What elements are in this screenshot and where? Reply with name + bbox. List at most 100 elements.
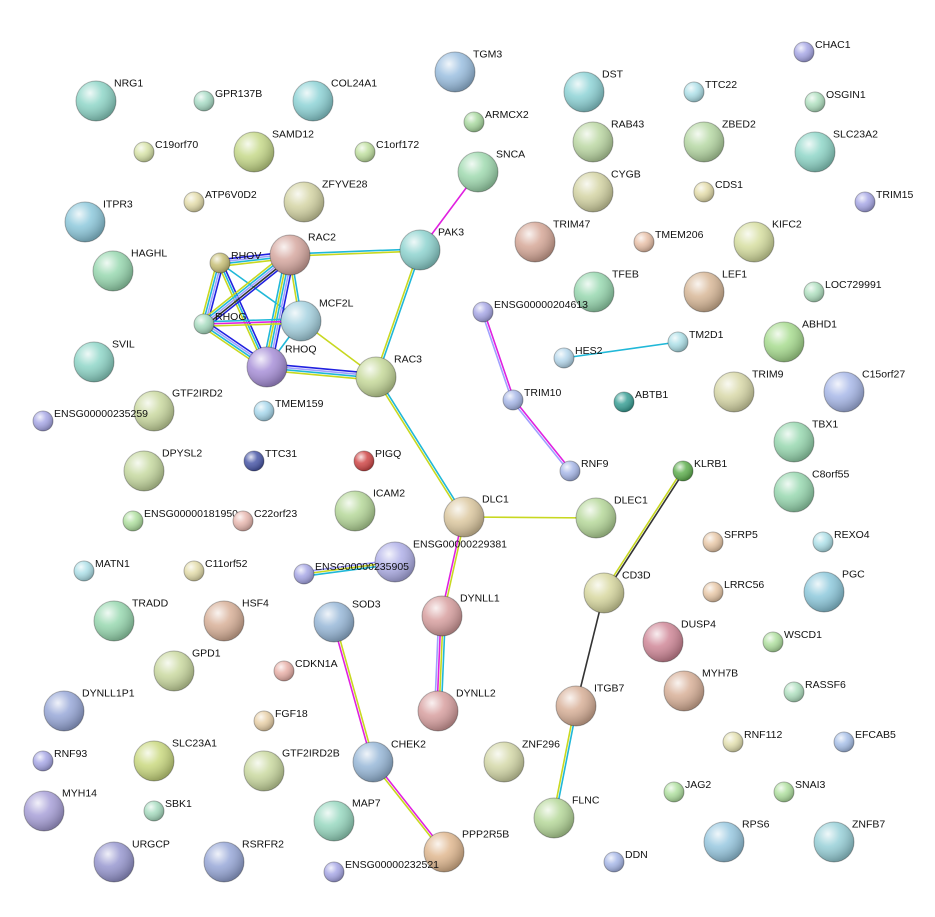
node-wscd1[interactable]: WSCD1	[762, 629, 822, 653]
node-atp6v0d2[interactable]: ATP6V0D2	[183, 189, 257, 213]
node-tm2d1[interactable]: TM2D1	[667, 329, 724, 353]
node-tradd[interactable]: TRADD	[93, 598, 169, 642]
edge-KLRB1-CD3D[interactable]	[602, 469, 685, 595]
node-ensg00000235259[interactable]: ENSG00000235259	[32, 408, 148, 432]
edge-SOD3-CHEK2[interactable]	[332, 621, 375, 763]
node-ensg00000235905[interactable]: ENSG00000235905	[293, 561, 409, 585]
node-hsf4[interactable]: HSF4	[203, 598, 269, 642]
node-rac2[interactable]: RAC2	[269, 232, 336, 276]
node-trim47[interactable]: TRIM47	[514, 219, 591, 263]
node-loc729991[interactable]: LOC729991	[803, 279, 882, 303]
node-abtb1[interactable]: ABTB1	[613, 389, 668, 413]
node-fgf18[interactable]: FGF18	[253, 708, 308, 732]
node-rsrfr2[interactable]: RSRFR2	[203, 839, 284, 883]
edge-RAC2-PAK3[interactable]	[289, 248, 421, 257]
node-ppp2r5b[interactable]: PPP2R5B	[423, 829, 509, 873]
node-osgin1[interactable]: OSGIN1	[804, 89, 866, 113]
node-rps6[interactable]: RPS6	[703, 819, 770, 863]
node-dlec1[interactable]: DLEC1	[575, 495, 648, 539]
edge-ENSG00000204613-TRIM10[interactable]	[481, 311, 515, 401]
node-abhd1[interactable]: ABHD1	[763, 319, 837, 363]
node-tmem206[interactable]: TMEM206	[633, 229, 704, 253]
node-myh14[interactable]: MYH14	[23, 788, 97, 832]
node-ensg00000181950[interactable]: ENSG00000181950	[122, 508, 238, 532]
node-gtf2ird2[interactable]: GTF2IRD2	[133, 388, 223, 432]
edge-HES2-TM2D1[interactable]	[563, 341, 679, 359]
node-gpr137b[interactable]: GPR137B	[193, 88, 262, 112]
node-cd3d[interactable]: CD3D	[583, 570, 651, 614]
node-gpd1[interactable]: GPD1	[153, 648, 221, 692]
node-ttc22[interactable]: TTC22	[683, 79, 737, 103]
node-dusp4[interactable]: DUSP4	[642, 619, 716, 663]
node-rnf93[interactable]: RNF93	[32, 748, 87, 772]
node-ensg00000204613[interactable]: ENSG00000204613	[472, 299, 588, 323]
node-tgm3[interactable]: TGM3	[434, 49, 502, 93]
node-svil[interactable]: SVIL	[73, 339, 135, 383]
node-ensg00000232521[interactable]: ENSG00000232521	[323, 859, 439, 883]
node-urgcp[interactable]: URGCP	[93, 839, 170, 883]
node-trim9[interactable]: TRIM9	[713, 369, 784, 413]
node-efcab5[interactable]: EFCAB5	[833, 729, 896, 753]
node-rexo4[interactable]: REXO4	[812, 529, 870, 553]
node-lef1[interactable]: LEF1	[683, 269, 747, 313]
node-pak3[interactable]: PAK3	[399, 227, 464, 271]
node-tbx1[interactable]: TBX1	[773, 419, 838, 463]
node-zbed2[interactable]: ZBED2	[683, 119, 756, 163]
node-c8orf55[interactable]: C8orf55	[773, 469, 850, 513]
node-myh7b[interactable]: MYH7B	[663, 668, 738, 712]
node-kifc2[interactable]: KIFC2	[733, 219, 802, 263]
node-zfyve28[interactable]: ZFYVE28	[283, 179, 368, 223]
node-znf296[interactable]: ZNF296	[483, 739, 560, 783]
node-rassf6[interactable]: RASSF6	[783, 679, 846, 703]
node-ttc31[interactable]: TTC31	[243, 448, 297, 472]
node-klrb1[interactable]: KLRB1	[672, 458, 727, 482]
edge-PAK3-RAC3[interactable]	[374, 249, 422, 378]
node-gtf2ird2b[interactable]: GTF2IRD2B	[243, 748, 340, 792]
node-rac3[interactable]: RAC3	[355, 354, 422, 398]
node-dynll2[interactable]: DYNLL2	[417, 688, 496, 732]
node-rnf112[interactable]: RNF112	[722, 729, 782, 753]
node-tmem159[interactable]: TMEM159	[253, 398, 324, 422]
node-col24a1[interactable]: COL24A1	[292, 78, 377, 122]
node-dst[interactable]: DST	[563, 69, 624, 113]
node-c19orf70[interactable]: C19orf70	[133, 139, 198, 163]
edge-DLC1-DLEC1[interactable]	[463, 516, 597, 519]
node-c11orf52[interactable]: C11orf52	[183, 558, 248, 582]
node-snai3[interactable]: SNAI3	[773, 779, 826, 803]
node-dpysl2[interactable]: DPYSL2	[123, 448, 202, 492]
node-rab43[interactable]: RAB43	[572, 119, 644, 163]
node-dlc1[interactable]: DLC1	[443, 494, 509, 538]
edge-TRIM10-RNF9[interactable]	[511, 398, 572, 473]
node-cds1[interactable]: CDS1	[693, 179, 743, 203]
node-dynll1[interactable]: DYNLL1	[421, 593, 500, 637]
node-cdkn1a[interactable]: CDKN1A	[273, 658, 338, 682]
node-sbk1[interactable]: SBK1	[143, 798, 192, 822]
node-rnf9[interactable]: RNF9	[559, 458, 609, 482]
node-rhov[interactable]: RHOV	[209, 250, 261, 274]
node-cygb[interactable]: CYGB	[572, 169, 641, 213]
node-chek2[interactable]: CHEK2	[352, 739, 426, 783]
node-mcf2l[interactable]: MCF2L	[280, 298, 354, 342]
node-samd12[interactable]: SAMD12	[233, 129, 314, 173]
node-ddn[interactable]: DDN	[603, 849, 648, 873]
node-nrg1[interactable]: NRG1	[75, 78, 143, 122]
node-znfb7[interactable]: ZNFB7	[813, 819, 885, 863]
node-flnc[interactable]: FLNC	[533, 795, 600, 839]
node-snca[interactable]: SNCA	[457, 149, 525, 193]
node-pgc[interactable]: PGC	[803, 569, 865, 613]
node-pigq[interactable]: PIGQ	[353, 448, 401, 472]
edge-RAC3-DLC1[interactable]	[374, 375, 466, 519]
node-sod3[interactable]: SOD3	[313, 599, 381, 643]
node-chac1[interactable]: CHAC1	[793, 39, 851, 63]
node-icam2[interactable]: ICAM2	[334, 488, 405, 532]
node-tfeb[interactable]: TFEB	[573, 269, 639, 313]
node-armcx2[interactable]: ARMCX2	[463, 109, 529, 133]
node-haghl[interactable]: HAGHL	[92, 248, 167, 292]
node-itpr3[interactable]: ITPR3	[64, 199, 133, 243]
node-slc23a2[interactable]: SLC23A2	[794, 129, 878, 173]
node-hes2[interactable]: HES2	[553, 345, 603, 369]
node-matn1[interactable]: MATN1	[73, 558, 130, 582]
node-sfrp5[interactable]: SFRP5	[702, 529, 758, 553]
node-ensg00000229381[interactable]: ENSG00000229381	[374, 539, 507, 583]
